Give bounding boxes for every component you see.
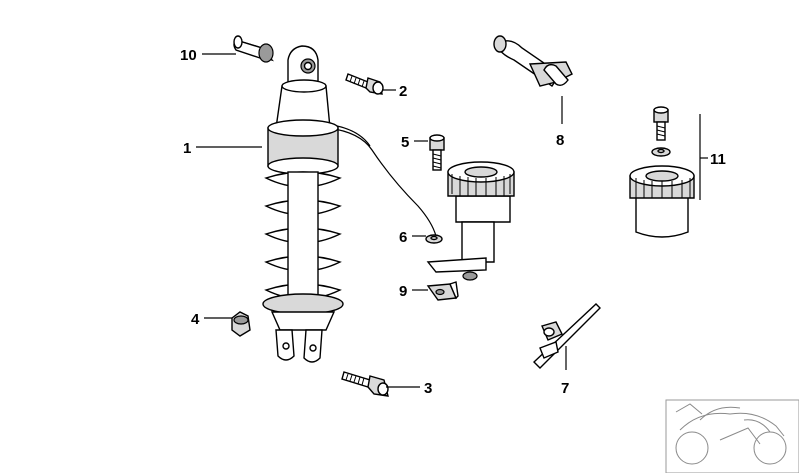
adjuster-kit-part[interactable] — [629, 106, 695, 238]
callout-3: 3 — [424, 380, 432, 397]
spacer-plate-part[interactable] — [426, 281, 459, 301]
motorcycle-icon — [675, 403, 787, 465]
callout-7: 7 — [561, 380, 569, 397]
motorcycle-thumbnail[interactable] — [665, 399, 799, 473]
callout-6: 6 — [399, 229, 407, 246]
callout-9: 9 — [399, 283, 407, 300]
callout-5: 5 — [401, 134, 409, 151]
callout-1: 1 — [183, 140, 191, 157]
callout-11: 11 — [710, 151, 726, 168]
bracket-clamp-part[interactable] — [493, 35, 573, 87]
callout-10: 10 — [180, 47, 197, 64]
rubber-bush-part[interactable] — [233, 35, 275, 63]
cable-tie-part[interactable] — [532, 303, 601, 369]
preload-adjuster[interactable] — [426, 161, 515, 281]
callout-numbers: 10 2 1 5 8 11 6 9 4 3 7 — [180, 47, 726, 397]
bottom-bolt-part[interactable] — [341, 371, 389, 397]
bushing-nut-part[interactable] — [231, 311, 251, 337]
leader-lines — [196, 53, 708, 388]
screw-part[interactable] — [429, 134, 445, 171]
callout-2: 2 — [399, 83, 407, 100]
washer-part[interactable] — [425, 234, 443, 244]
callout-8: 8 — [556, 132, 564, 149]
top-bolt-part[interactable] — [345, 73, 384, 95]
shock-absorber-part[interactable] — [262, 45, 437, 363]
callout-4: 4 — [191, 311, 200, 328]
